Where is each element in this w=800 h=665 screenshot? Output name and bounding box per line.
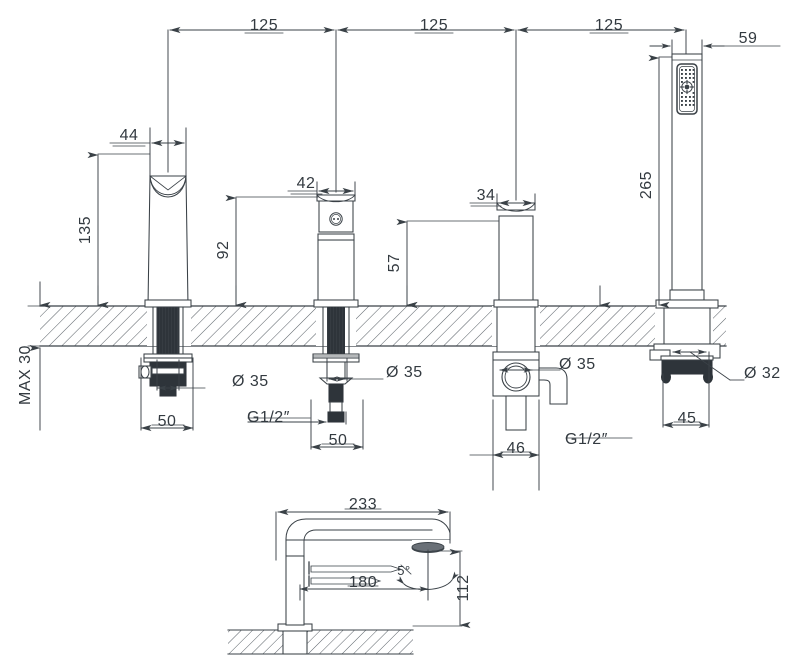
label-diverter-diameter: Ø 35 (559, 356, 596, 373)
label-riser-diameter: Ø 35 (232, 373, 269, 390)
dimension-diverter-below-deck (469, 399, 540, 491)
dimension-handshower-below-deck (662, 351, 710, 429)
dimension-handshower-width (649, 39, 781, 57)
dimension-diverter-height (396, 218, 500, 309)
dimension-spout-reach (275, 508, 451, 561)
label-diverter-width: 34 (477, 187, 496, 204)
fixture-diverter-valve (492, 202, 568, 431)
dimension-handle-below-deck (310, 399, 364, 451)
label-handshower-height: 265 (638, 171, 655, 199)
dimension-aerator-angle (396, 549, 459, 590)
label-diverter-height: 57 (386, 254, 403, 273)
label-riser-below-deck: 50 (158, 413, 177, 430)
label-spacing-1: 125 (250, 17, 278, 34)
leader-handle-diameter (326, 357, 384, 382)
dimension-handle-width (287, 181, 356, 198)
fixture-mixer-handle (312, 194, 360, 423)
label-handle-thread: G1/2″ (247, 409, 290, 426)
dimension-handshower-height (648, 54, 673, 309)
label-spacing-2: 125 (420, 17, 448, 34)
label-handle-width: 42 (297, 175, 316, 192)
dimension-riser-width (109, 127, 187, 179)
label-diverter-below-deck: 46 (507, 440, 526, 457)
deck-section (39, 305, 727, 347)
dimension-labels: 125 125 125 59 44 42 34 135 92 57 265 MA… (17, 17, 781, 602)
leader-riser-diameter (156, 359, 206, 391)
label-aerator-reach: 180 (349, 574, 377, 591)
label-handshower-below-deck: 45 (678, 410, 697, 427)
label-riser-width: 44 (120, 127, 139, 144)
label-handshower-width: 59 (739, 30, 758, 47)
dimension-spout-height (412, 548, 471, 629)
leader-handshower-diameter (672, 349, 745, 381)
label-spacing-3: 125 (595, 17, 623, 34)
deck-pointer-arrows (97, 285, 611, 309)
dimension-set-spacing (167, 26, 687, 201)
fixture-spout-riser (138, 175, 193, 397)
leader-handle-thread (247, 411, 347, 425)
dimension-riser-below-deck (140, 357, 194, 432)
label-diverter-thread: G1/2″ (565, 431, 608, 448)
label-handshower-diameter: Ø 32 (744, 365, 781, 382)
dimension-diverter-width (469, 193, 536, 207)
dimension-deck-thickness (27, 281, 91, 431)
label-handle-height: 92 (215, 241, 232, 260)
dimension-handle-height (225, 194, 319, 309)
label-spout-reach: 233 (349, 496, 377, 513)
dimension-riser-height (87, 151, 151, 309)
label-handle-diameter: Ø 35 (386, 364, 423, 381)
spout-elevation (227, 518, 451, 655)
label-handle-below-deck: 50 (329, 432, 348, 449)
label-aerator-angle: 5° (397, 563, 410, 578)
label-deck-thickness: MAX 30 (17, 345, 34, 405)
label-riser-height: 135 (77, 216, 94, 244)
label-spout-height: 112 (455, 574, 472, 601)
